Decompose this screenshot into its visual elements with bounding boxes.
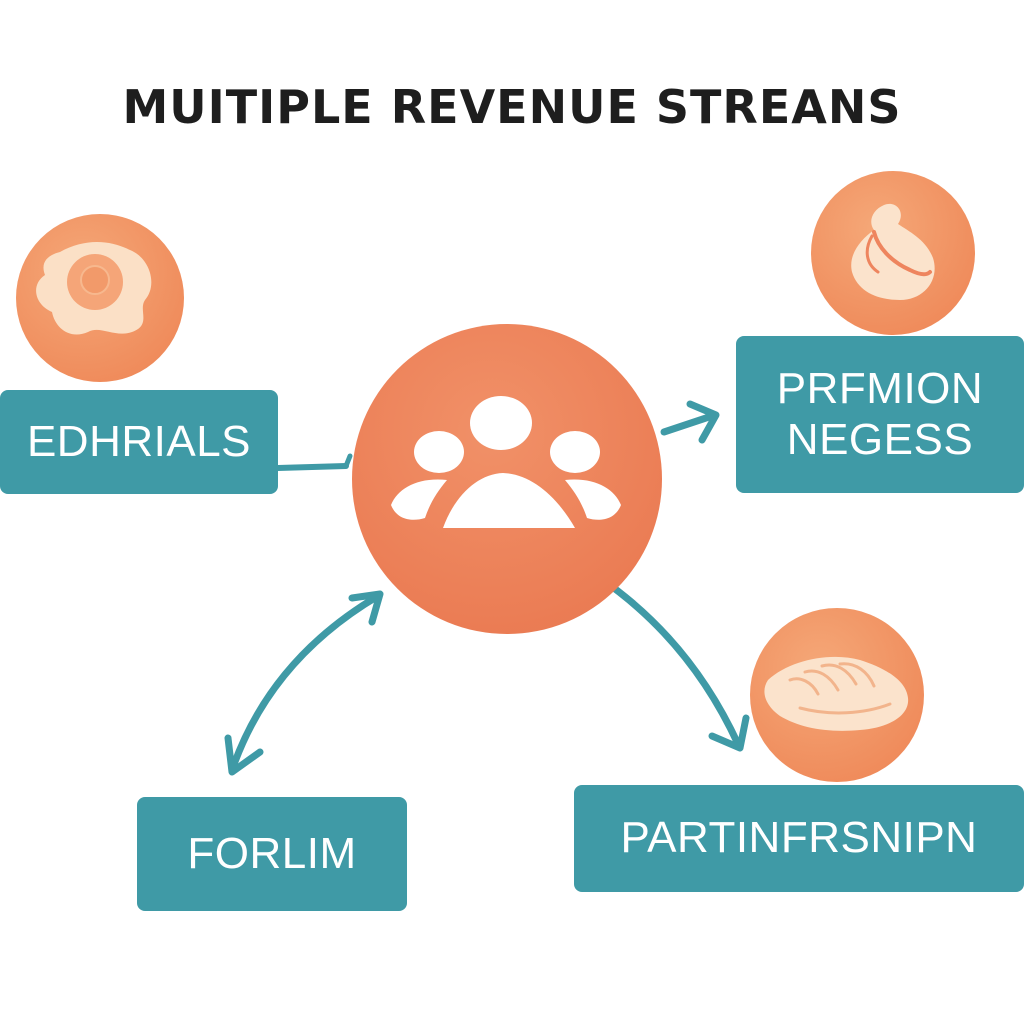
partnership-icon-circle	[750, 608, 924, 782]
stream-label-editorials: EDHRIALS	[26, 416, 252, 466]
connector-hub-editorials	[275, 453, 353, 471]
blob-target-icon	[36, 242, 152, 335]
connector-hub-partnership	[596, 574, 750, 752]
hub-circle	[352, 324, 662, 634]
stream-label-partnership: PARTINFRSNIPN	[620, 813, 978, 863]
handshake-icon	[764, 656, 909, 731]
hand-thumb-icon	[851, 203, 935, 300]
editorials-icon-circle	[16, 214, 184, 382]
stream-box-editorials: EDHRIALS	[0, 390, 278, 494]
stream-box-partnership: PARTINFRSNIPN	[574, 785, 1024, 892]
stream-box-forum: FORLIM	[137, 797, 407, 911]
stream-label-premium-line-1: PRFMION	[776, 363, 984, 413]
connector-hub-premium	[660, 400, 720, 444]
diagram-title: MUITIPLE REVENUE STREANS	[122, 80, 902, 134]
stream-box-premium: PRFMION NEGESS	[736, 336, 1024, 493]
premium-icon-circle	[811, 171, 975, 335]
stream-label-forum: FORLIM	[187, 828, 357, 878]
stream-label-premium-line-2: NEGESS	[786, 414, 974, 464]
group-of-people-icon	[391, 396, 621, 528]
connector-hub-forum	[224, 590, 384, 776]
